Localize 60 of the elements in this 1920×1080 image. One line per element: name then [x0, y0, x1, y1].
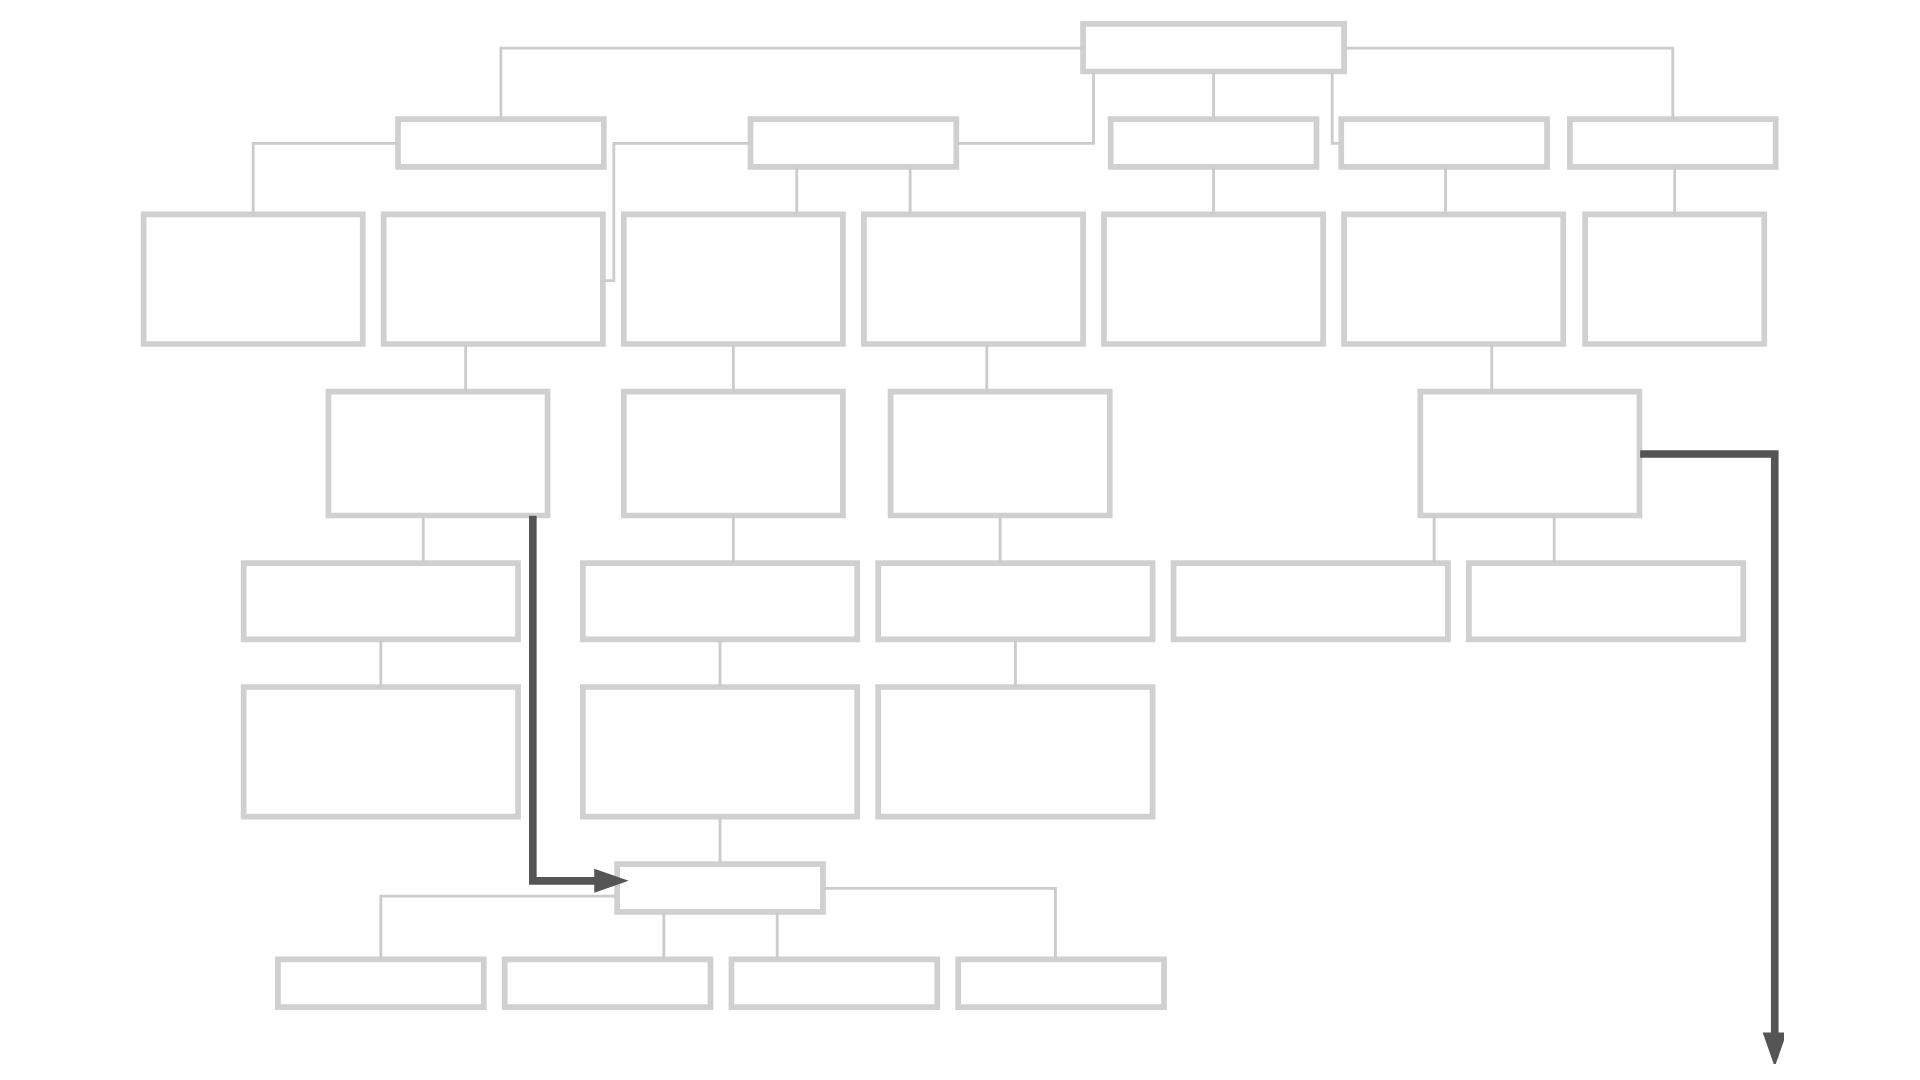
connector [985, 344, 989, 392]
connector [1344, 46, 1675, 120]
connector [823, 887, 1057, 960]
connector [775, 912, 779, 959]
connector [1212, 71, 1215, 119]
connector [1330, 71, 1341, 145]
node-box [240, 684, 521, 820]
connector [421, 516, 425, 563]
connector [956, 71, 1095, 145]
connector [499, 46, 1083, 120]
node-box [1567, 116, 1779, 170]
node-box [620, 211, 846, 347]
connector [718, 640, 722, 687]
arrow [529, 515, 629, 893]
node-box [1338, 116, 1550, 170]
node-box [380, 211, 606, 347]
connector [1432, 516, 1436, 563]
node-box [1582, 211, 1768, 347]
node-box [1101, 211, 1326, 347]
connector [1552, 516, 1556, 563]
node-box [240, 560, 521, 643]
connector [718, 816, 722, 864]
node-box [747, 116, 960, 170]
node-box [887, 388, 1113, 519]
connector [1212, 167, 1215, 215]
node-box [501, 956, 714, 1010]
connector [795, 167, 799, 215]
connector [1490, 344, 1494, 392]
connector [603, 141, 751, 282]
connector [379, 640, 383, 687]
connector [731, 516, 735, 563]
node-box [1417, 388, 1643, 519]
node-box [580, 684, 861, 820]
node-box [875, 684, 1156, 820]
connector [1013, 640, 1017, 687]
connector [662, 912, 666, 959]
node-box [1170, 560, 1451, 643]
connector [379, 894, 617, 960]
node-box [614, 861, 826, 915]
node-box [1341, 211, 1567, 347]
connector [1444, 167, 1447, 215]
connector [1673, 167, 1677, 215]
node-box [728, 956, 941, 1010]
connector [251, 141, 398, 214]
node-box [955, 956, 1167, 1010]
node-box [861, 211, 1086, 347]
node-box [275, 956, 487, 1010]
node-box [395, 116, 607, 170]
node-box [620, 388, 846, 519]
node-box [1107, 116, 1320, 170]
connector [908, 167, 912, 215]
node-box [140, 211, 366, 347]
node-box [1466, 560, 1747, 643]
node-box [875, 560, 1156, 643]
node-box [1080, 21, 1347, 75]
node-box [325, 388, 551, 519]
connector [731, 344, 735, 392]
connector [998, 516, 1002, 563]
node-box [580, 560, 861, 643]
connector [464, 344, 468, 392]
